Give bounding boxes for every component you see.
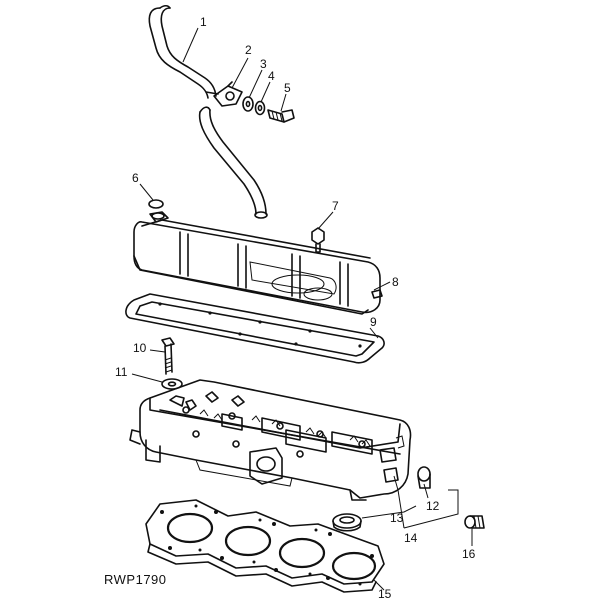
washer-11-inner [167,381,177,387]
leader-lines [131,27,473,591]
callout-12: 12 [426,499,440,513]
callout-14: 14 [404,531,418,545]
callout-9: 9 [370,315,377,329]
plug-16 [464,515,485,529]
callout-10: 10 [133,341,147,355]
breather-hose [148,4,268,219]
callout-2: 2 [245,43,252,57]
figure-reference: RWP1790 [104,572,167,587]
callout-5: 5 [284,81,291,95]
cover-gasket [125,293,385,364]
callout-1: 1 [200,15,207,29]
o-ring-6 [148,199,164,209]
callout-13: 13 [390,511,404,525]
callout-11: 11 [115,365,128,379]
cylinder-head-bolt [161,337,175,375]
washer-11 [161,378,183,390]
seal-13 [332,513,362,532]
cylinder-head [129,379,412,501]
cap-screw-5 [267,109,295,123]
callout-6: 6 [132,171,139,185]
callout-16: 16 [462,547,476,561]
lock-washer-4 [254,100,266,116]
washer-3-inner [245,100,251,108]
washer-3 [242,96,254,112]
callout-7: 7 [332,199,339,213]
callout-8: 8 [392,275,399,289]
lock-washer-4-inner [257,104,263,112]
callout-4: 4 [268,69,275,83]
hose-clamp-bracket [213,81,243,107]
callout-3: 3 [260,57,267,71]
rocker-arm-cover [133,211,383,315]
callout-15: 15 [378,587,392,600]
head-gasket [145,499,385,593]
